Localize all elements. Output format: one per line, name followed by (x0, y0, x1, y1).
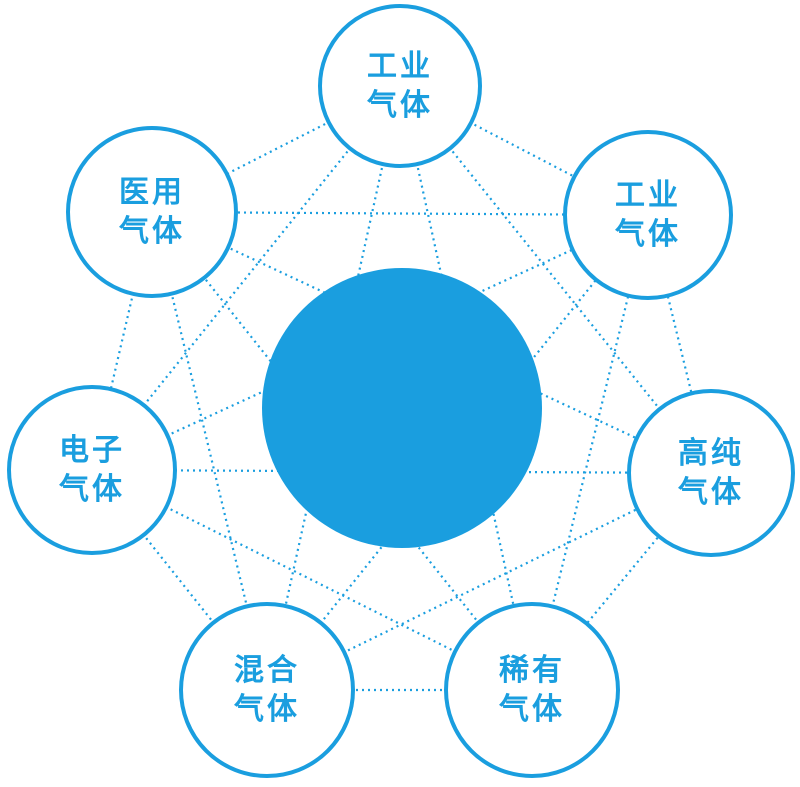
node-high-purity-gas: 高纯气体 (627, 389, 795, 557)
node-industrial-gas-top: 工业气体 (318, 4, 482, 168)
node-medical-gas: 医用气体 (66, 126, 238, 298)
edge-electronic-gas--medical-gas (90, 211, 154, 471)
node-label-line: 气体 (678, 475, 744, 510)
edge-industrial-gas-top--mixed-gas (265, 85, 402, 691)
edge-industrial-gas-top--electronic-gas (91, 85, 401, 471)
node-label-line: 气体 (234, 692, 300, 727)
edge-industrial-gas-top--industrial-gas-right (399, 85, 649, 216)
node-label-line: 气体 (367, 88, 433, 123)
center-circle (262, 268, 542, 548)
edge-high-purity-gas--medical-gas (151, 211, 712, 474)
node-label-line: 气体 (119, 214, 185, 249)
node-label-line: 气体 (499, 692, 565, 727)
edge-industrial-gas-top--rare-gas (398, 85, 534, 691)
edge-high-purity-gas--mixed-gas (266, 472, 712, 691)
node-mixed-gas: 混合气体 (179, 602, 355, 778)
node-industrial-gas-right: 工业气体 (563, 130, 733, 300)
edge-industrial-gas-top--medical-gas (151, 85, 401, 213)
edge-high-purity-gas--electronic-gas (91, 468, 712, 475)
node-rare-gas: 稀有气体 (444, 602, 620, 778)
node-label-line: 混合 (234, 653, 300, 688)
node-label-line: 工业 (367, 49, 433, 84)
node-label-line: 医用 (119, 175, 185, 210)
node-label-line: 气体 (615, 217, 681, 252)
node-label-line: 高纯 (678, 436, 744, 471)
node-electronic-gas: 电子气体 (7, 385, 177, 555)
node-label-line: 稀有 (499, 653, 565, 688)
node-label-line: 气体 (59, 472, 125, 507)
node-label-line: 工业 (615, 178, 681, 213)
node-label-line: 电子 (59, 433, 125, 468)
edge-industrial-gas-right--high-purity-gas (646, 214, 713, 474)
